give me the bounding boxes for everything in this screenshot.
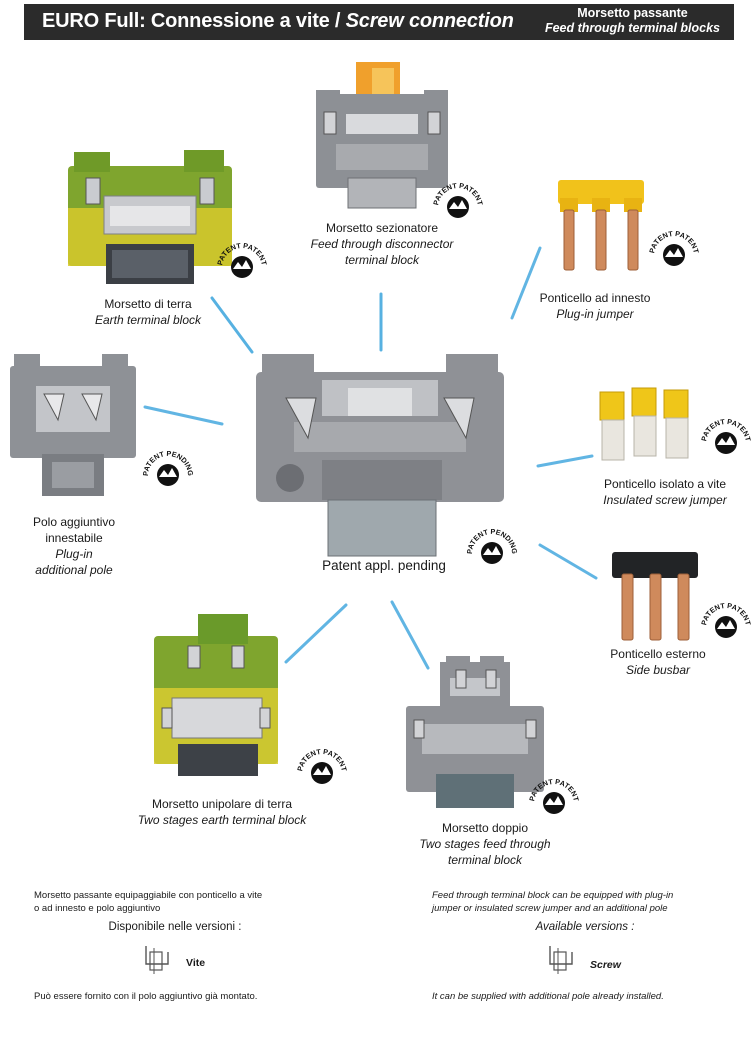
line-earth (210, 296, 254, 354)
caption-side-busbar: Ponticello esterno Side busbar (610, 647, 706, 677)
patent-seal-disconnector: PATENT PATENT (431, 178, 485, 235)
patent-seal-icon: PATENT PATENT (699, 601, 753, 638)
line-two-stage-earth (284, 603, 348, 664)
patent-seal-additional-pole: PATENT PENDING (141, 446, 195, 503)
patent-seal-main: PATENT PENDING (465, 524, 519, 581)
plugin-jumper-image (558, 180, 644, 271)
patent-seal-icon: PATENT PATENT (527, 777, 581, 814)
caption-plugin-jumper: Ponticello ad innesto Plug-in jumper (539, 291, 651, 321)
footer-it-available: Disponibile nelle versioni : (108, 921, 242, 933)
footer-it-description: Morsetto passante equipaggiabile con pon… (34, 890, 263, 914)
line-plugin-jumper (510, 246, 542, 320)
caption-additional-pole: Polo aggiuntivo innestabile Plug-in addi… (32, 515, 116, 577)
insulated-screw-jumper-image (599, 387, 689, 461)
caption-disconnector: Morsetto sezionatore Feed through discon… (310, 221, 454, 267)
patent-seal-icon: PATENT PENDING (141, 449, 195, 486)
footer-it-supply: Può essere fornito con il polo aggiuntiv… (34, 991, 258, 1002)
caption-main: Patent appl. pending (322, 558, 446, 573)
patent-seal-two-stage-earth: PATENT PATENT (295, 744, 349, 801)
patent-seal-icon: PATENT PENDING (465, 527, 519, 564)
patent-seal-insulated-jumper: PATENT PATENT (699, 414, 753, 471)
caption-insulated-jumper: Ponticello isolato a vite Insulated scre… (603, 477, 727, 507)
additional-pole-image (10, 354, 136, 496)
screw-version-icon-it (145, 946, 169, 974)
side-busbar-image (612, 552, 698, 641)
page-title: EURO Full: Connessione a vite / Screw co… (42, 10, 514, 32)
page-header: EURO Full: Connessione a vite / Screw co… (24, 4, 734, 40)
patent-seal-icon: PATENT PATENT (431, 181, 485, 218)
patent-seal-side-busbar: PATENT PATENT (699, 598, 753, 655)
line-double (390, 600, 430, 670)
line-insulated-jumper (536, 454, 594, 468)
header-category: Morsetto passante Feed through terminal … (544, 6, 720, 35)
footer-en-available: Available versions : (535, 921, 635, 933)
screw-version-icon-en (549, 946, 573, 974)
caption-earth: Morsetto di terra Earth terminal block (94, 297, 202, 327)
patent-seal-icon: PATENT PATENT (699, 417, 753, 454)
footer-en-supply: It can be supplied with additional pole … (432, 991, 664, 1002)
disconnector-terminal-block-image (316, 62, 448, 209)
caption-two-stage-earth: Morsetto unipolare di terra Two stages e… (137, 797, 307, 827)
footer-it-version: Vite (186, 957, 206, 969)
line-additional-pole (143, 405, 224, 426)
earth-terminal-block-image (68, 150, 232, 284)
caption-double: Morsetto doppio Two stages feed through … (419, 821, 551, 867)
patent-seal-icon: PATENT PATENT (215, 241, 269, 278)
footer-en-version: Screw (590, 959, 621, 971)
patent-seal-double: PATENT PATENT (527, 774, 581, 831)
patent-seal-earth: PATENT PATENT (215, 238, 269, 295)
line-side-busbar (538, 543, 598, 580)
patent-seal-icon: PATENT PATENT (647, 229, 701, 266)
footer-en-description: Feed through terminal block can be equip… (432, 890, 674, 914)
patent-seal-plugin-jumper: PATENT PATENT (647, 226, 701, 283)
double-terminal-block-image (406, 656, 544, 808)
patent-seal-icon: PATENT PATENT (295, 747, 349, 784)
main-terminal-block-image (256, 354, 504, 557)
two-stage-earth-terminal-block-image (154, 614, 278, 776)
